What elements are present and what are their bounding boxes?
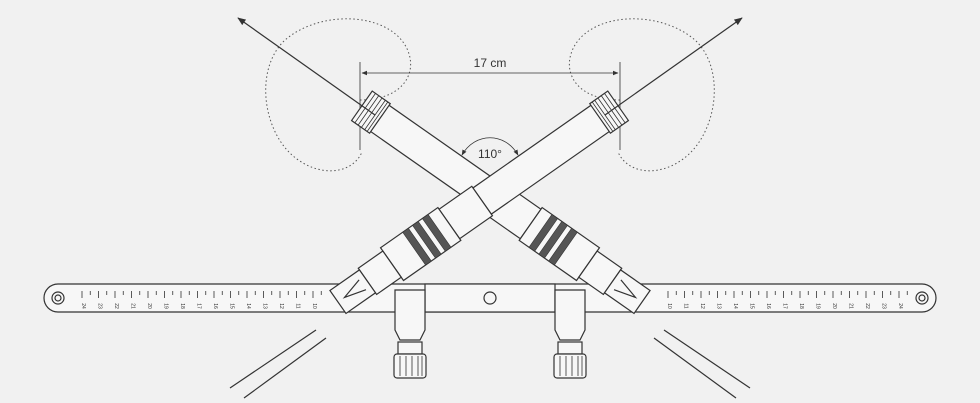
scale-label: 14 [732,303,738,309]
scale-label: 22 [113,303,119,309]
scale-label: 14 [245,303,251,309]
scale-label: 16 [765,303,771,309]
scale-label: 24 [80,303,86,309]
scale-label: 15 [229,303,235,309]
polar-pattern-left [265,18,412,172]
mic-holder-right [553,289,587,379]
scale-label: 10 [666,303,672,309]
scale-label: 23 [97,303,103,309]
scale-label: 11 [683,303,689,308]
scale-label: 21 [848,303,854,309]
scale-label: 20 [831,303,837,309]
scale-label: 11 [295,303,301,308]
cable-right [653,329,751,399]
scale-label: 12 [278,303,284,309]
scale-label: 13 [262,303,268,309]
bar-scale-right: 10 11 12 13 14 15 16 17 18 19 20 21 22 23 24 [666,291,908,309]
scale-label: 13 [716,303,722,309]
mic-holder-left [393,289,427,379]
cable-left [229,329,327,399]
scale-label: 20 [146,303,152,309]
bar-end-hole-right [915,291,929,305]
microphone-right-aimed [329,90,630,315]
scale-label: 21 [130,303,136,309]
scale-label: 18 [179,303,185,309]
scale-label: 10 [311,303,317,309]
spacing-label: 17 cm [474,56,507,70]
scale-label: 24 [897,303,903,309]
scale-label: 22 [864,303,870,309]
bar-center-block [424,283,556,313]
scale-label: 16 [212,303,218,309]
scale-label: 15 [749,303,755,309]
scale-label: 19 [815,303,821,309]
scale-label: 17 [782,303,788,309]
bar-scale-left: 24 23 22 21 20 19 18 17 16 15 14 13 12 11 10 [80,291,322,309]
scale-label: 18 [798,303,804,309]
angle-label: 110° [478,147,502,161]
bar-center-hole [483,291,497,305]
polar-pattern-right [568,18,715,172]
axis-arrow-right [604,17,743,116]
bar-end-hole-left [51,291,65,305]
axis-arrow-left [237,17,376,116]
spacing-dimension: 17 cm [361,56,619,76]
scale-label: 19 [163,303,169,309]
angle-indicator: 110° [461,137,519,161]
scale-label: 17 [196,303,202,309]
scale-label: 23 [881,303,887,309]
scale-label: 12 [699,303,705,309]
